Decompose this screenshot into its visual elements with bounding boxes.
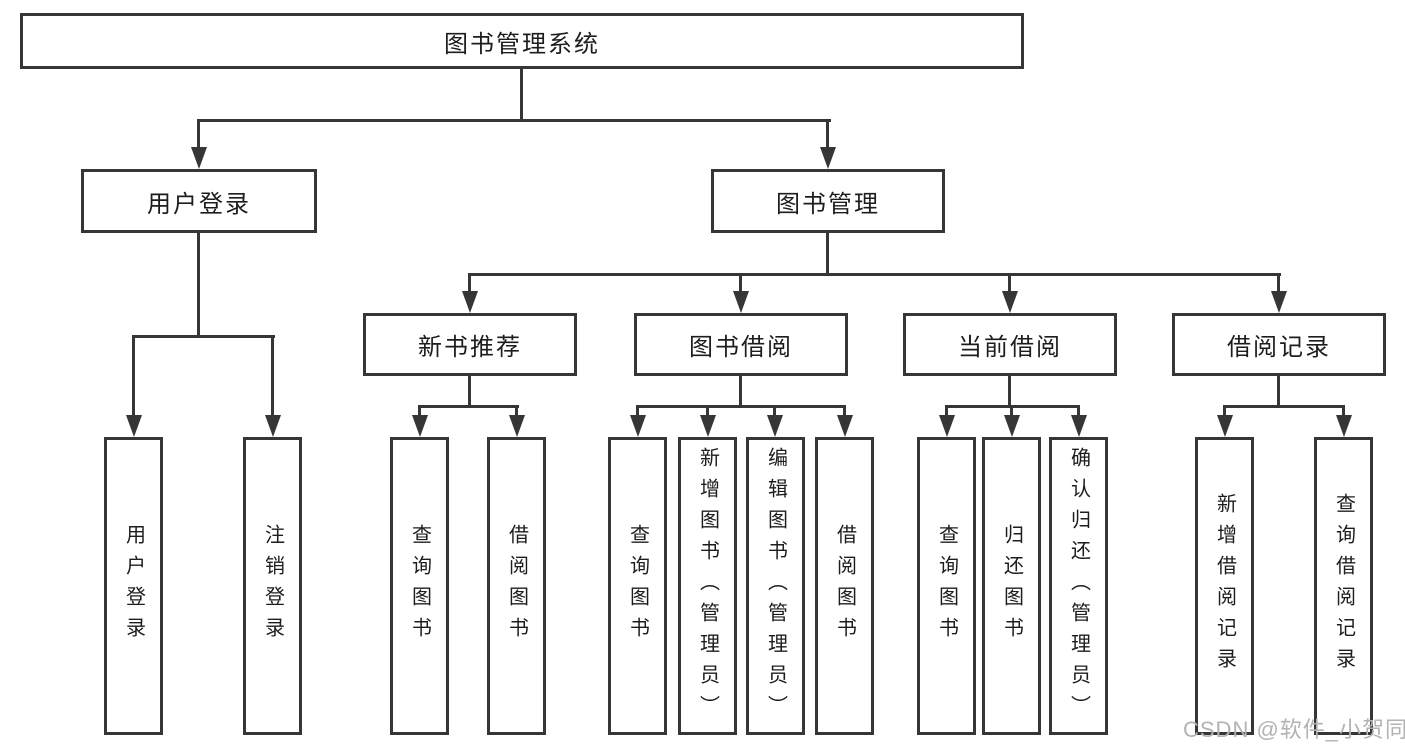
node-current-borrowing: 当前借阅 [903, 313, 1117, 376]
connector-drop-records-add [1223, 405, 1226, 419]
leaf-return-books: 归还图书 [982, 437, 1041, 735]
arrowhead-recommend-borrow [509, 415, 525, 437]
connector-bookmgmt-stem [826, 233, 829, 276]
arrowhead-recommend-query [412, 415, 428, 437]
node-root-system: 图书管理系统 [20, 13, 1024, 69]
leaf-query-borrow-record: 查询借阅记录 [1314, 437, 1373, 735]
connector-current-stem [1008, 376, 1011, 408]
connector-drop-current-confirm [1077, 405, 1080, 419]
node-book-borrowing: 图书借阅 [634, 313, 848, 376]
leaf-confirm-return-admin: 确认归还（管理员） [1049, 437, 1108, 735]
node-borrowing-records: 借阅记录 [1172, 313, 1386, 376]
leaf-user-login: 用户登录 [104, 437, 163, 735]
leaf-logout: 注销登录 [243, 437, 302, 735]
connector-bookmgmt-rail [468, 273, 1281, 276]
connector-drop-module-current [1008, 273, 1011, 293]
csdn-watermark: CSDN @软件_小贺同学 [1183, 717, 1405, 742]
arrowhead-current-query [939, 415, 955, 437]
connector-drop-current-query [945, 405, 948, 419]
connector-drop-borrowing-query [636, 405, 639, 419]
leaf-query-books-recommend: 查询图书 [390, 437, 449, 735]
arrowhead-user-login [191, 147, 207, 169]
connector-root-rail [197, 119, 831, 122]
connector-drop-leaf-login [132, 335, 135, 417]
arrowhead-module-current [1002, 291, 1018, 313]
leaf-add-books-admin: 新增图书（管理员） [678, 437, 737, 735]
connector-drop-recommend-borrow [515, 405, 518, 419]
leaf-borrow-books-recommend: 借阅图书 [487, 437, 546, 735]
node-book-management: 图书管理 [711, 169, 945, 233]
arrowhead-records-query [1336, 415, 1352, 437]
connector-borrowing-rail [636, 405, 846, 408]
arrowhead-module-recommend [462, 291, 478, 313]
connector-recommend-stem [468, 376, 471, 408]
node-new-book-recommend: 新书推荐 [363, 313, 577, 376]
arrowhead-borrowing-edit [767, 415, 783, 437]
leaf-edit-books-admin: 编辑图书（管理员） [746, 437, 805, 735]
connector-drop-leaf-logout [271, 335, 274, 417]
connector-records-stem [1277, 376, 1280, 408]
connector-borrowing-stem [739, 376, 742, 408]
connector-recommend-rail [418, 405, 519, 408]
connector-root-stem [520, 69, 523, 121]
arrowhead-leaf-login [126, 415, 142, 437]
connector-drop-borrowing-borrow [843, 405, 846, 419]
arrowhead-current-return [1004, 415, 1020, 437]
leaf-add-borrow-record: 新增借阅记录 [1195, 437, 1254, 735]
connector-drop-module-records [1277, 273, 1280, 293]
connector-drop-recommend-query [418, 405, 421, 419]
connector-drop-book-management [826, 119, 829, 149]
leaf-borrow-books-borrowing: 借阅图书 [815, 437, 874, 735]
connector-userlogin-rail [132, 335, 275, 338]
arrowhead-borrowing-add [700, 415, 716, 437]
arrowhead-current-confirm [1071, 415, 1087, 437]
leaf-query-books-borrowing: 查询图书 [608, 437, 667, 735]
connector-userlogin-stem [197, 233, 200, 338]
connector-drop-user-login [197, 119, 200, 149]
connector-drop-borrowing-edit [773, 405, 776, 419]
arrowhead-module-records [1271, 291, 1287, 313]
connector-records-rail [1223, 405, 1345, 408]
arrowhead-records-add [1217, 415, 1233, 437]
connector-drop-current-return [1010, 405, 1013, 419]
connector-drop-module-recommend [468, 273, 471, 293]
connector-drop-borrowing-add [706, 405, 709, 419]
arrowhead-borrowing-query [630, 415, 646, 437]
leaf-query-books-current: 查询图书 [917, 437, 976, 735]
arrowhead-borrowing-borrow [837, 415, 853, 437]
arrowhead-leaf-logout [265, 415, 281, 437]
connector-drop-module-borrowing [739, 273, 742, 293]
arrowhead-book-management [820, 147, 836, 169]
node-user-login: 用户登录 [81, 169, 317, 233]
arrowhead-module-borrowing [733, 291, 749, 313]
connector-drop-records-query [1342, 405, 1345, 419]
